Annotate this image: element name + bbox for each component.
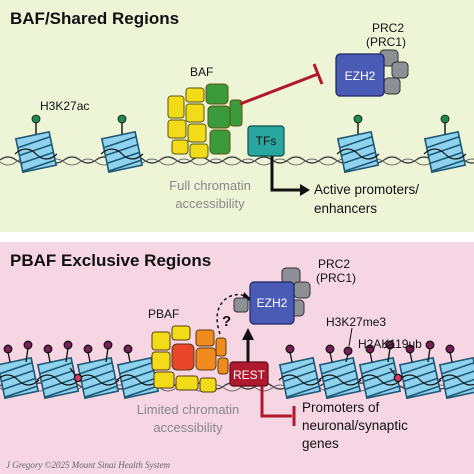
bottom-prc2-label: PRC2: [318, 257, 350, 271]
rest-label: REST: [233, 368, 266, 382]
h3k27ac-label: H3K27ac: [40, 99, 89, 113]
rest-represses-promoters: [260, 386, 296, 426]
bottom-nucleosome-6: [318, 357, 362, 399]
active-outcome-line2: enhancers: [314, 201, 377, 216]
h3k27me3-pointer: [348, 327, 353, 347]
baf-complex: [167, 83, 243, 159]
h3k27ac-marks: [31, 114, 450, 134]
tfs-box: [247, 125, 285, 157]
baf-label: BAF: [190, 65, 213, 79]
bottom-nucleosome-5: [278, 357, 322, 399]
top-nucleosome-2: [100, 131, 144, 173]
bottom-nucleosome-2: [36, 357, 80, 399]
h2ak119ub-marks: [69, 367, 403, 383]
h3k27me3-label: H3K27me3: [326, 315, 386, 329]
pbaf-label: PBAF: [148, 307, 179, 321]
top-nucleosome-1: [14, 131, 58, 173]
panel-divider: [0, 232, 474, 242]
repressed-outcome-line2: neuronal/synaptic: [302, 418, 408, 433]
h2ak119ub-pointer: [383, 343, 393, 349]
copyright-credit: J Gregory ©2025 Mount Sinai Health Syste…: [6, 460, 170, 470]
baf-inhibits-prc2: [239, 63, 324, 106]
rest-box: [229, 361, 269, 387]
top-dna-strand: [0, 156, 474, 164]
top-prc1-label: (PRC1): [366, 35, 406, 49]
bottom-panel-bg: [0, 242, 474, 474]
bottom-nucleosome-8: [398, 357, 442, 399]
bottom-ezh2-label: EZH2: [257, 296, 288, 310]
repressed-outcome-line3: genes: [302, 436, 339, 451]
top-title: BAF/Shared Regions: [10, 9, 179, 28]
limited-accessibility-line2: accessibility: [153, 420, 223, 435]
repressed-outcome-line1: Promoters of: [302, 400, 380, 415]
top-prc2-complex: [335, 49, 409, 97]
full-accessibility-line2: accessibility: [175, 196, 245, 211]
bottom-nucleosome-1: [0, 357, 40, 399]
top-ezh2-label: EZH2: [345, 69, 376, 83]
bottom-prc1-label: (PRC1): [316, 271, 356, 285]
top-nucleosome-4: [423, 131, 467, 173]
bottom-title: PBAF Exclusive Regions: [10, 251, 211, 270]
top-nucleosome-3: [336, 131, 380, 173]
limited-accessibility-line1: Limited chromatin: [137, 402, 240, 417]
bottom-nucleosome-3: [76, 357, 120, 399]
top-prc2-label: PRC2: [372, 21, 404, 35]
top-dna-strand-2: [0, 158, 474, 166]
question-mark: ?: [222, 313, 231, 330]
rest-recruits-prc2-arrow: [242, 328, 254, 362]
tfs-activation-arrow: [270, 156, 310, 196]
active-outcome-line1: Active promoters/: [314, 182, 419, 197]
full-accessibility-line1: Full chromatin: [169, 178, 251, 193]
tfs-label: TFs: [256, 134, 277, 148]
top-panel: BAF/Shared Regions H3K27ac BAF: [0, 0, 474, 232]
pbaf-complex: [151, 325, 229, 393]
bottom-panel: PBAF Exclusive Regions: [0, 242, 474, 474]
bottom-prc2-complex: [249, 267, 311, 325]
h2ak119ub-label: H2AK119ub: [358, 337, 422, 351]
